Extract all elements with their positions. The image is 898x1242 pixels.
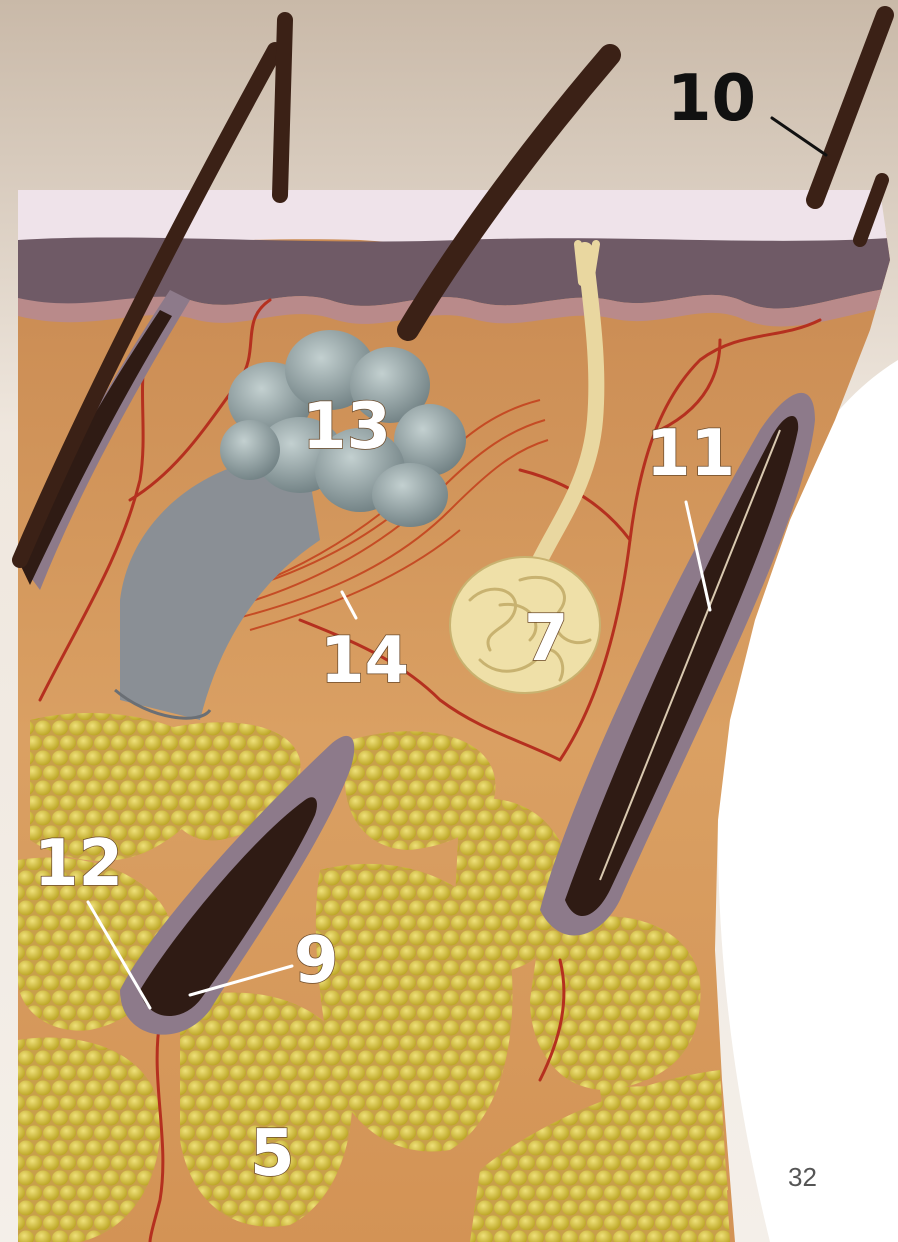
label-9: 9 (294, 924, 339, 998)
label-10: 10 (667, 62, 756, 136)
label-12: 12 (34, 827, 123, 901)
label-11: 11 (646, 417, 735, 491)
label-13: 13 (302, 390, 391, 464)
slide-number: 32 (788, 1162, 817, 1192)
label-7: 7 (524, 602, 569, 676)
label-5: 5 (250, 1117, 295, 1191)
label-14: 14 (320, 624, 409, 698)
